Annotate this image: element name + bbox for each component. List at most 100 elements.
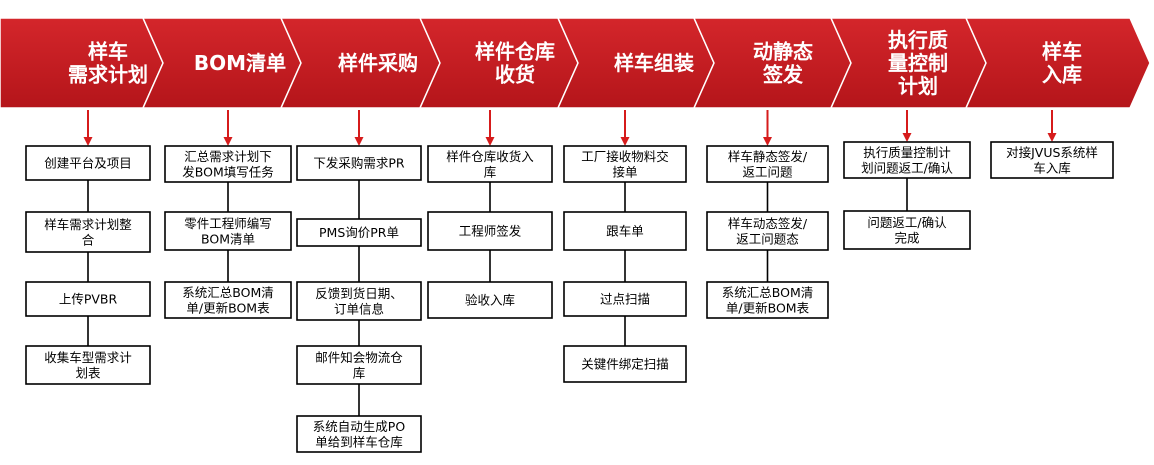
- step-box: 样车动态签发/返工问题态: [706, 211, 829, 251]
- step-label-line: 下发采购需求PR: [313, 156, 405, 171]
- step-box: PMS询价PR单: [296, 218, 422, 247]
- stage-chevron: 样车需求计划: [0, 17, 164, 109]
- stage-chevron: 样件采购: [279, 17, 441, 109]
- stage-title-line: 样件仓库: [475, 40, 555, 64]
- stage-title-line: 动静态: [753, 40, 813, 64]
- step-label-line: BOM清单: [201, 231, 255, 246]
- step-label-line: 单/更新BOM表: [186, 300, 270, 315]
- step-box-frame: [25, 211, 151, 253]
- stage-title-line: 收货: [495, 63, 535, 87]
- stage-chevron: BOM清单: [141, 17, 302, 109]
- stage-title-line: 计划: [898, 74, 938, 98]
- step-box-frame: [164, 211, 292, 251]
- stage-title-line: BOM清单: [194, 51, 286, 75]
- step-label-line: 样车需求计划整: [44, 217, 132, 232]
- step-box-frame: [296, 345, 422, 385]
- step-label-line: 邮件知会物流仓: [315, 350, 403, 365]
- step-box-frame: [843, 210, 971, 250]
- arrow-down-icon: [1047, 133, 1057, 142]
- stage-column: 汇总需求计划下发BOM填写任务零件工程师编写BOM清单系统汇总BOM清单/更新B…: [164, 110, 292, 319]
- step-label-line: 对接JVUS系统样: [1006, 145, 1098, 160]
- step-box: 反馈到货日期、订单信息: [296, 281, 422, 321]
- step-box-frame: [563, 145, 687, 183]
- step-label-line: 返工问题: [742, 164, 793, 179]
- stage-title-line: 需求计划: [68, 63, 148, 87]
- step-box: 验收入库: [427, 281, 553, 319]
- step-box-frame: [427, 145, 553, 183]
- step-label-line: 收集车型需求计: [44, 350, 132, 365]
- step-box-frame: [296, 218, 422, 247]
- step-box-frame: [296, 415, 422, 453]
- step-label-line: 跟车单: [606, 224, 644, 239]
- arrow-down-icon: [902, 133, 912, 142]
- step-label-line: 单/更新BOM表: [726, 300, 810, 315]
- step-label-line: 返工问题态: [736, 231, 799, 246]
- step-box: 工程师签发: [427, 211, 553, 251]
- step-box-frame: [563, 211, 687, 251]
- step-label-line: 车入库: [1033, 160, 1071, 175]
- step-label-line: 发BOM填写任务: [182, 164, 273, 179]
- step-box: 跟车单: [563, 211, 687, 251]
- arrow-down-icon: [620, 137, 630, 146]
- stage-title-line: 样车: [88, 40, 128, 64]
- stage-column: 下发采购需求PRPMS询价PR单反馈到货日期、订单信息邮件知会物流仓库系统自动生…: [296, 110, 422, 453]
- step-box: 样车静态签发/返工问题: [706, 145, 829, 183]
- step-box-frame: [25, 345, 151, 385]
- step-label-line: 过点扫描: [600, 292, 650, 307]
- arrow-down-icon: [83, 137, 93, 146]
- stage-chevron: 样车组装: [556, 17, 715, 109]
- step-box-frame: [563, 281, 687, 317]
- step-label-line: 系统汇总BOM清: [722, 285, 813, 300]
- stage-title-line: 样车组装: [614, 51, 694, 75]
- stage-chevron: 样件仓库收货: [418, 17, 579, 109]
- stage-title-line: 样车: [1042, 40, 1082, 64]
- step-box-frame: [164, 145, 292, 183]
- step-box-frame: [25, 281, 151, 317]
- step-label-line: 样车动态签发/: [728, 216, 808, 231]
- step-label-line: 样车静态签发/: [728, 149, 808, 164]
- step-label-line: 反馈到货日期、: [315, 286, 403, 301]
- step-label-line: PMS询价PR单: [319, 225, 399, 240]
- arrow-down-icon: [485, 137, 495, 146]
- arrow-down-icon: [763, 137, 772, 146]
- arrow-down-icon: [223, 137, 233, 146]
- step-label-line: 上传PVBR: [59, 292, 118, 307]
- step-label-line: 样件仓库收货入: [446, 149, 534, 164]
- step-label-line: 关键件绑定扫描: [581, 357, 669, 372]
- step-label-line: 问题返工/确认: [867, 215, 947, 230]
- chevron-shape: [964, 17, 1151, 109]
- step-label-line: 订单信息: [334, 301, 384, 316]
- step-box-frame: [563, 345, 687, 383]
- stage-title-line: 签发: [762, 63, 804, 87]
- step-label-line: 系统自动生成PO: [313, 419, 406, 434]
- step-label-line: 零件工程师编写: [184, 216, 272, 231]
- step-label-line: 系统汇总BOM清: [182, 285, 273, 300]
- step-label-line: 库: [484, 164, 497, 179]
- step-label-line: 划表: [75, 365, 101, 380]
- step-box-frame: [296, 281, 422, 321]
- step-box-frame: [990, 141, 1114, 179]
- step-label-line: 合: [82, 232, 95, 247]
- step-box: 关键件绑定扫描: [563, 345, 687, 383]
- step-label-line: 创建平台及项目: [44, 156, 132, 171]
- step-box: 下发采购需求PR: [296, 145, 422, 181]
- step-label-line: 接单: [612, 164, 637, 179]
- step-box: 创建平台及项目: [25, 145, 151, 181]
- step-box-frame: [706, 281, 829, 319]
- step-label-line: 工厂接收物料交: [581, 149, 669, 164]
